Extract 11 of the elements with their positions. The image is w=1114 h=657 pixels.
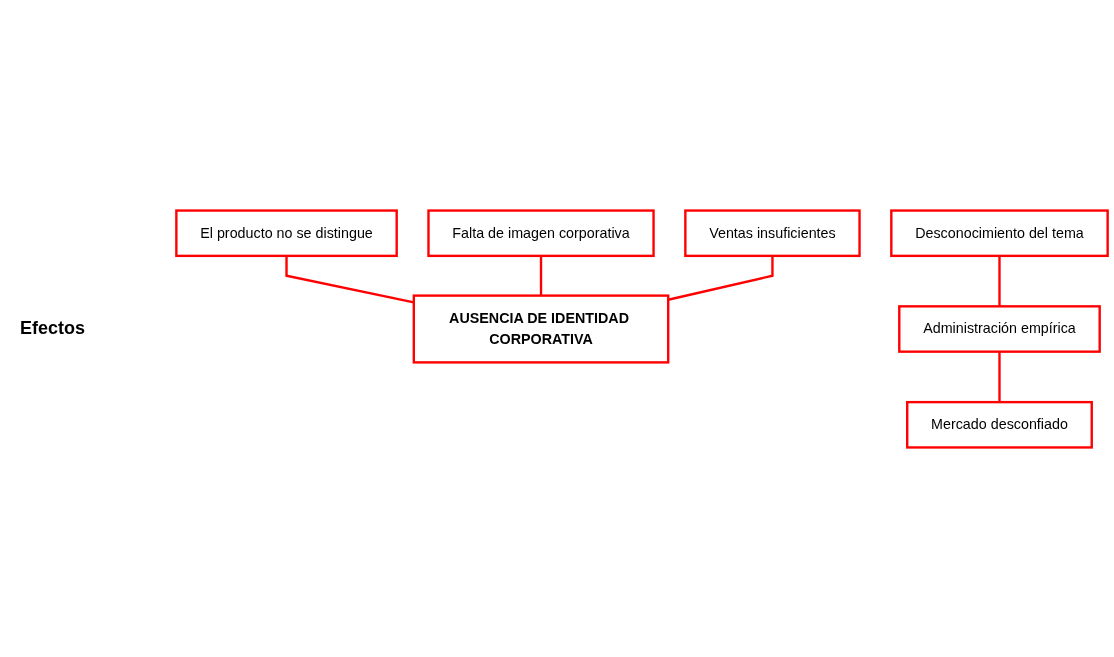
note-text: Efectos xyxy=(20,318,87,339)
node-box: Mercado desconfiado xyxy=(906,400,1093,449)
node-box: AUSENCIA DE IDENTIDAD CORPORATIVA xyxy=(412,293,670,364)
connector xyxy=(998,351,1001,402)
node-box: Administración empírica xyxy=(898,304,1101,353)
connector xyxy=(539,255,543,296)
connector xyxy=(998,255,1001,306)
node-box: Ventas insuficientes xyxy=(684,208,861,257)
node-box: El producto no se distingue xyxy=(175,208,398,257)
node-box: Falta de imagen corporativa xyxy=(427,208,655,257)
node-box: Desconocimiento del tema xyxy=(890,208,1109,257)
